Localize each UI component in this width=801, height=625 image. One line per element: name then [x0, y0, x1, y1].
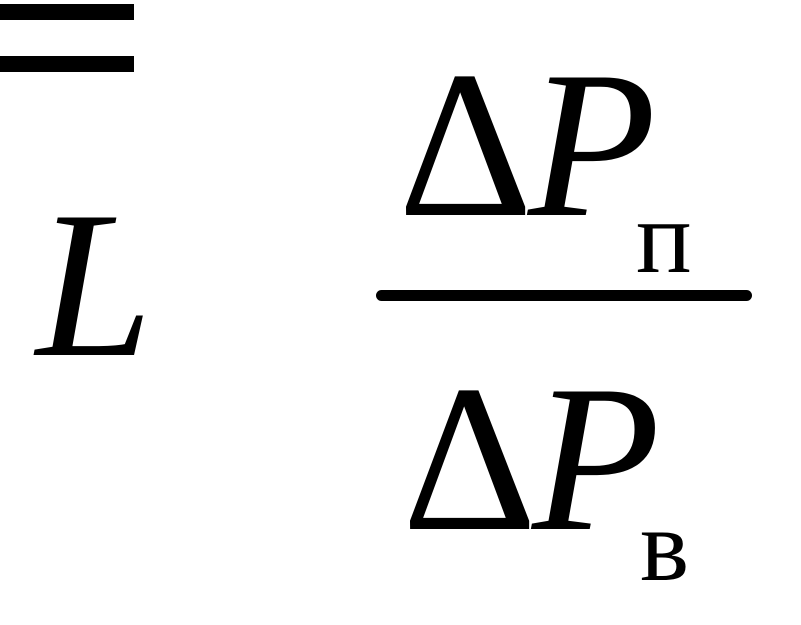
- denominator-subscript: в: [640, 488, 690, 603]
- denominator-symbol: P: [532, 343, 661, 575]
- equals-bar-top: [0, 4, 134, 20]
- numerator-symbol: P: [528, 29, 657, 261]
- numerator-subscript: п: [636, 180, 692, 295]
- fraction-line: [376, 290, 752, 301]
- denominator-delta: Δ: [402, 343, 538, 575]
- equals-sign: [0, 0, 134, 74]
- lhs-variable: L: [36, 169, 153, 401]
- numerator-delta: Δ: [398, 29, 534, 261]
- equals-bar-bottom: [0, 56, 134, 72]
